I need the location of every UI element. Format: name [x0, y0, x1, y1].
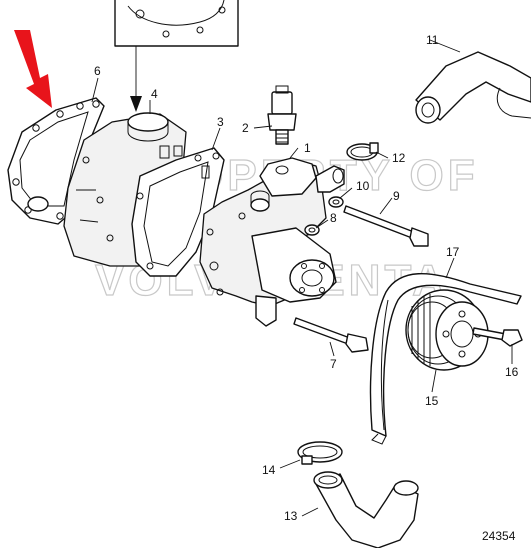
part-6-gasket	[7, 97, 105, 225]
part-14-hose-clamp	[297, 441, 343, 465]
part-12-hose-clamp	[346, 142, 379, 161]
callout-labels: 1 2 3 4 6 11 12 10 9 8 7 17 16 15 14 13 …	[94, 33, 519, 543]
callout-1: 1	[304, 141, 311, 155]
callout-3: 3	[217, 115, 224, 129]
part-8-washer	[304, 224, 320, 236]
part-9-bolt	[343, 205, 429, 247]
callout-9: 9	[393, 189, 400, 203]
callout-8: 8	[330, 211, 337, 225]
leader-lines	[91, 39, 513, 517]
callout-10: 10	[356, 179, 370, 193]
part-10-washer	[328, 196, 344, 208]
callout-13: 13	[284, 509, 298, 523]
callout-14: 14	[262, 463, 276, 477]
part-17-drive-belt	[369, 272, 522, 445]
callout-11: 11	[426, 33, 439, 47]
callout-2: 2	[242, 121, 249, 135]
part-3-gasket	[131, 147, 225, 277]
inset-pointer-arrowhead	[130, 96, 142, 112]
figure-number: 24354	[482, 529, 516, 543]
part-2-temperature-sender	[267, 85, 297, 145]
part-1-water-pump	[199, 157, 345, 327]
part-7-bolt	[293, 317, 369, 353]
part-11-upper-hose	[415, 51, 531, 124]
part-16-bolt	[472, 327, 523, 347]
callout-12: 12	[392, 151, 406, 165]
highlight-arrow-icon	[14, 30, 52, 108]
callout-16: 16	[505, 365, 519, 379]
inset-detail-box	[114, 0, 239, 47]
callout-15: 15	[425, 394, 439, 408]
callout-7: 7	[330, 357, 337, 371]
part-13-lower-hose	[313, 471, 419, 548]
part-15-pulley	[405, 289, 489, 371]
callout-4: 4	[151, 87, 158, 101]
callout-6: 6	[94, 64, 101, 78]
callout-17: 17	[446, 245, 460, 259]
